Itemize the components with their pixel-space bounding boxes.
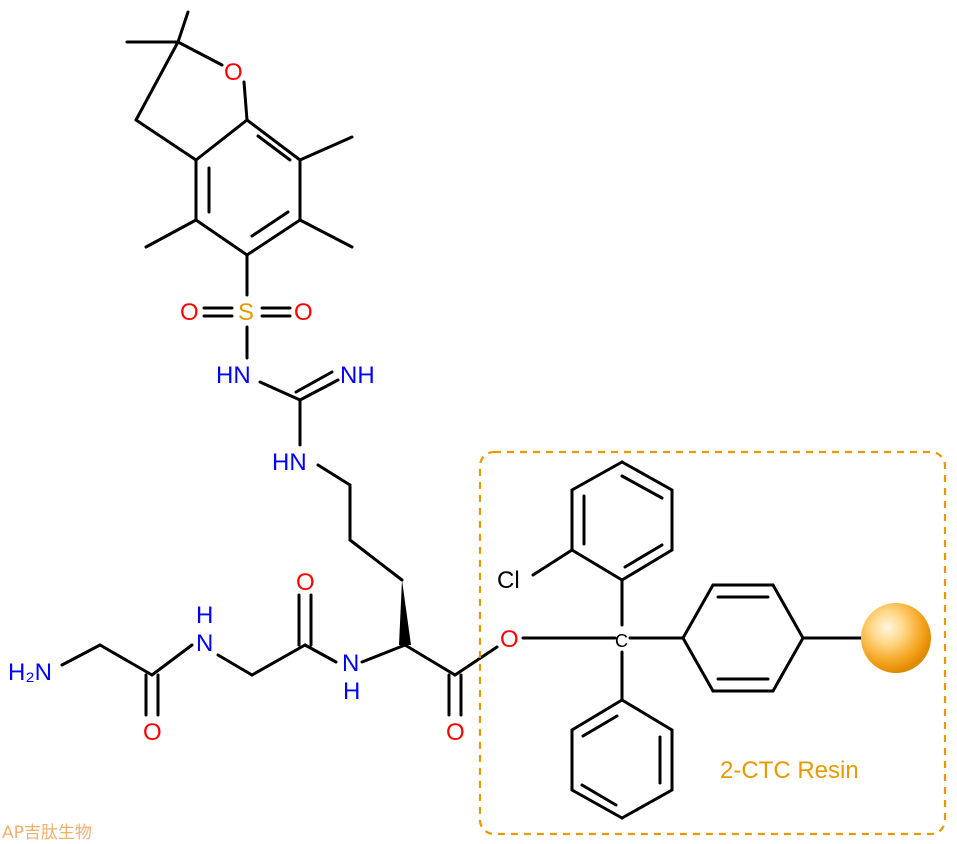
resin-boundary	[478, 450, 947, 836]
atom-o-arg-carbonyl: O	[446, 719, 465, 746]
atom-o-ring: O	[224, 59, 243, 86]
atom-cl: Cl	[497, 567, 520, 594]
atom-c-trityl: C	[615, 631, 628, 651]
watermark: AP吉肽生物	[2, 823, 92, 843]
atom-h2n-terminal: H₂N	[8, 659, 52, 686]
resin-label: 2-CTC Resin	[720, 757, 859, 784]
resin-bead-icon	[861, 603, 931, 673]
atom-o-gly1: O	[143, 719, 162, 746]
atom-o-sulfonyl-right: O	[294, 299, 313, 326]
atom-h-arg: H	[343, 678, 360, 705]
atom-hn-sulfonamide: HN	[216, 362, 251, 389]
atom-o-sulfonyl-left: O	[180, 299, 199, 326]
atom-hn-guanidine: HN	[272, 449, 307, 476]
atom-n-gly2: N	[196, 630, 213, 657]
atom-h-gly2: H	[196, 602, 213, 629]
atom-nh-imine: NH	[340, 362, 375, 389]
atom-labels: O S O O HN NH HN H₂N O H N O N H O O C C…	[8, 59, 628, 746]
atom-s-sulfonyl: S	[238, 299, 254, 326]
atom-o-gly2: O	[296, 569, 315, 596]
atom-o-ester: O	[500, 626, 519, 653]
atom-n-arg: N	[342, 650, 359, 677]
bonds	[60, 10, 864, 820]
